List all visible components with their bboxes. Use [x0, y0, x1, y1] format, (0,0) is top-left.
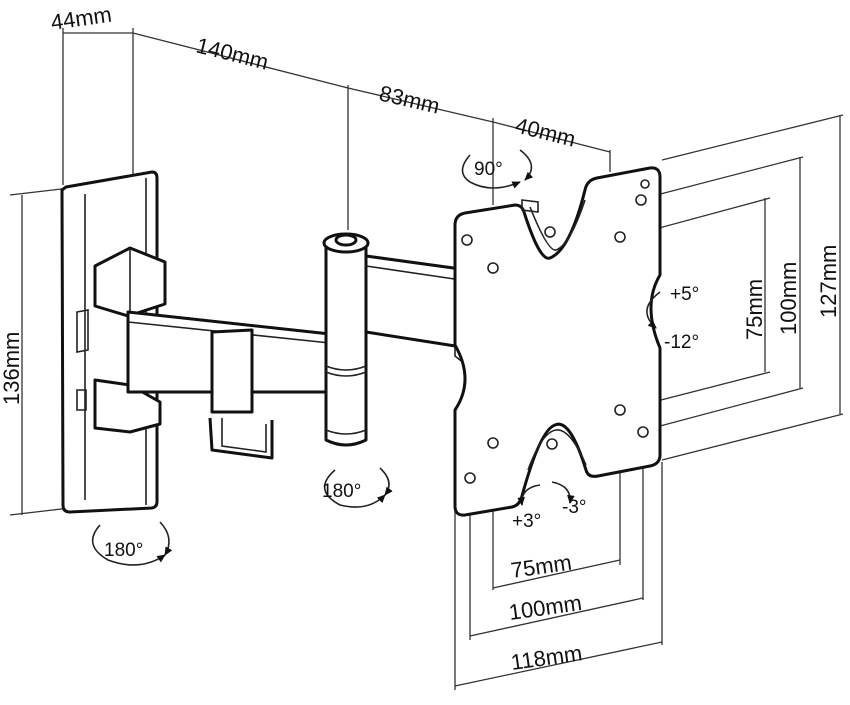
dim-vesa-v100-label: 100mm [776, 262, 801, 335]
elbow-joint [322, 232, 370, 447]
dim-40mm-label: 40mm [513, 113, 578, 152]
tilt-up-label: +5° [670, 284, 699, 305]
level-plus-label: +3° [512, 511, 541, 532]
first-arm [126, 310, 332, 460]
rotation-labels: 90° +5° -12° 180° 180° +3° -3° [104, 159, 699, 561]
dim-136mm-label: 136mm [0, 332, 24, 405]
level-minus-label: -3° [562, 497, 587, 518]
dim-vesa-h100-label: 100mm [507, 590, 583, 625]
rotation-arrows [91, 149, 661, 566]
dim-vesa-h75-label: 75mm [509, 550, 573, 583]
dim-118mm-label: 118mm [509, 640, 584, 675]
swivel-elbow-label: 180° [322, 481, 361, 502]
dim-140mm-label: 140mm [194, 33, 271, 75]
dim-127mm-label: 127mm [816, 245, 841, 318]
mounting-holes [461, 179, 650, 484]
rotation-90-label: 90° [474, 159, 503, 180]
tilt-down-label: -12° [664, 332, 699, 353]
swivel-wall-label: 180° [104, 540, 143, 561]
dim-vesa-v75-label: 75mm [742, 279, 767, 340]
vesa-plate [453, 166, 662, 517]
dimension-lines [9, 28, 844, 690]
dim-44mm-label: 44mm [49, 2, 113, 35]
dim-83mm-label: 83mm [377, 81, 442, 119]
